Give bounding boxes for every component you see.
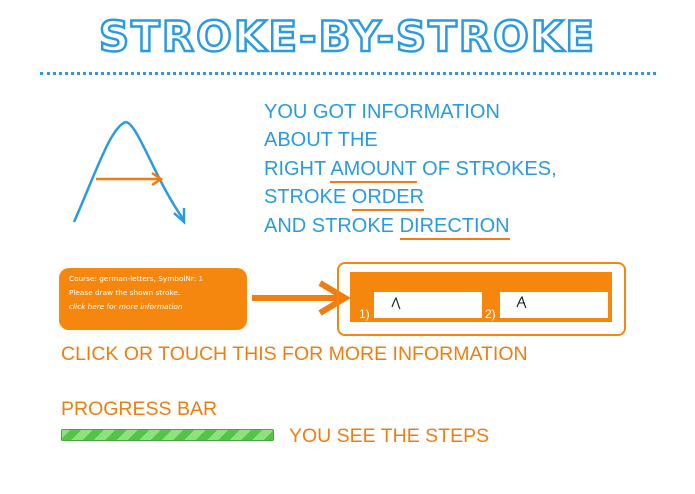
stroke-2-arrowhead bbox=[173, 208, 186, 225]
info-line-3-suffix: OF STROKES, bbox=[416, 157, 557, 180]
pointer-arrow-icon bbox=[252, 280, 350, 316]
stroke-3-arrowhead bbox=[151, 171, 164, 187]
draw-instruction: Please draw the shown stroke. bbox=[69, 288, 181, 297]
progress-bar bbox=[61, 429, 274, 441]
stroke-panel bbox=[337, 262, 626, 336]
stroke-1-line bbox=[72, 120, 127, 223]
course-line: Course: german-letters, SymbolNr: 1 bbox=[69, 274, 204, 283]
dotted-divider bbox=[40, 72, 656, 75]
info-line-5-prefix: AND STROKE bbox=[264, 214, 400, 237]
stroke-2-line bbox=[125, 120, 186, 221]
amount-underlined: AMOUNT bbox=[330, 157, 417, 183]
slot-2-number: 2) bbox=[485, 307, 496, 321]
stroke-slot-1[interactable] bbox=[374, 292, 482, 318]
progress-fill bbox=[61, 429, 274, 441]
slot-1-number: 1) bbox=[359, 307, 370, 321]
click-for-info-text[interactable]: CLICK OR TOUCH THIS FOR MORE INFORMATION bbox=[61, 343, 528, 365]
info-line-4-prefix: STROKE bbox=[264, 186, 352, 209]
stroke-slot-2[interactable] bbox=[500, 292, 608, 318]
direction-underlined: DIRECTION bbox=[399, 214, 510, 240]
info-line-3-prefix: RIGHT bbox=[264, 157, 331, 180]
progress-bar-label: PROGRESS BAR bbox=[61, 398, 218, 420]
info-line-5: AND STROKE DIRECTION bbox=[264, 212, 557, 240]
stroke-steps-bar: 1) 2) bbox=[350, 272, 612, 322]
info-line-4: STROKE ORDER bbox=[264, 183, 557, 212]
course-info-box[interactable]: Course: german-letters, SymbolNr: 1 Plea… bbox=[59, 268, 247, 330]
steps-caption: YOU SEE THE STEPS bbox=[289, 425, 490, 447]
more-info-link[interactable]: click here for more information bbox=[69, 302, 183, 311]
stroke-1-thumbnail-icon bbox=[391, 296, 401, 310]
info-line-2: ABOUT THE bbox=[264, 129, 378, 152]
letter-a-stroke-diagram bbox=[72, 120, 186, 225]
order-underlined: ORDER bbox=[351, 186, 425, 212]
info-text-block: YOU GOT INFORMATION ABOUT THE RIGHT AMOU… bbox=[264, 98, 557, 240]
stroke-2-thumbnail-icon bbox=[516, 295, 527, 309]
page-title: STROKE-BY-STROKE bbox=[98, 11, 597, 63]
info-line-1: YOU GOT INFORMATION bbox=[264, 101, 500, 123]
info-line-3: RIGHT AMOUNT OF STROKES, bbox=[264, 155, 557, 183]
